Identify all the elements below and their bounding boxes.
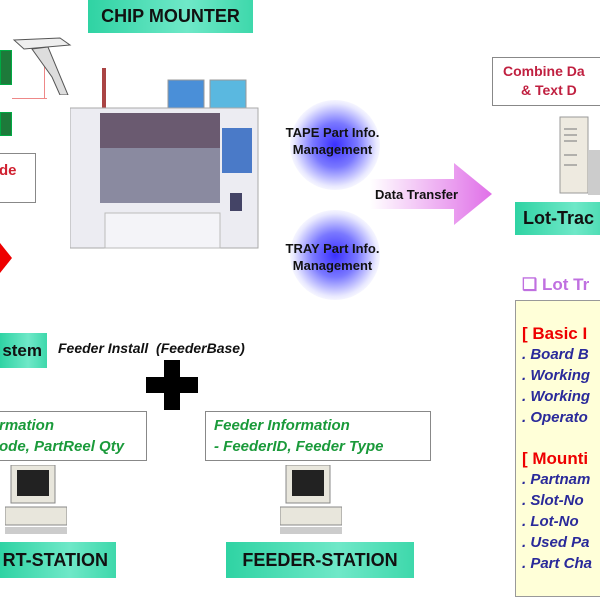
barcode-scanner-icon (12, 37, 72, 95)
data-transfer-label: Data Transfer (375, 187, 459, 202)
list-item: . Lot-No (522, 513, 579, 530)
barcode-box: de (0, 153, 36, 203)
connector-line (12, 98, 47, 99)
system-label: stem (0, 333, 47, 368)
chip-mounter-machine-image (70, 68, 259, 249)
feeder-install-label: Feeder Install (FeederBase) (58, 340, 245, 356)
chip-mounter-label: CHIP MOUNTER (88, 0, 253, 33)
pcb-icon (0, 112, 12, 136)
list-item: . Board B (522, 346, 589, 363)
lot-tr-heading: ❑ Lot Tr (522, 275, 590, 294)
tape-part-info-label: TAPE Part Info.Management (285, 125, 380, 157)
tray-part-info-label: TRAY Part Info.Management (285, 241, 380, 273)
list-item: . Working (522, 367, 591, 384)
list-item: . Working (522, 388, 591, 405)
barcode-box-text: de (0, 162, 17, 179)
data-transfer-arrow (370, 163, 492, 225)
list-item: . Used Pa (522, 534, 590, 551)
tray-highlight-blob (290, 210, 380, 300)
list-item: . Operato (522, 409, 588, 426)
connector-line (44, 60, 45, 98)
pcb-icon (0, 50, 12, 85)
plus-icon (146, 360, 198, 410)
computer-icon (5, 465, 67, 534)
computer-icon (280, 465, 342, 534)
feeder-info-box: Feeder Information- FeederID, Feeder Typ… (205, 411, 431, 461)
lot-trac-label: Lot-Trac (515, 202, 600, 235)
lot-trace-info-panel: [ Basic I . Board B . Working . Working … (515, 300, 600, 597)
part-station-label: RT-STATION (0, 542, 116, 578)
feeder-station-label: FEEDER-STATION (226, 542, 414, 578)
tape-highlight-blob (290, 100, 380, 190)
mounting-info-heading: [ Mounti (522, 449, 589, 468)
basic-info-heading: [ Basic I (522, 324, 588, 343)
combine-data-box: Combine Da& Text D (492, 57, 600, 106)
list-item: . Part Cha (522, 555, 593, 572)
red-arrow-icon (0, 243, 12, 273)
list-item: . Slot-No (522, 492, 584, 509)
server-icon (559, 116, 600, 195)
list-item: . Partnam (522, 471, 591, 488)
